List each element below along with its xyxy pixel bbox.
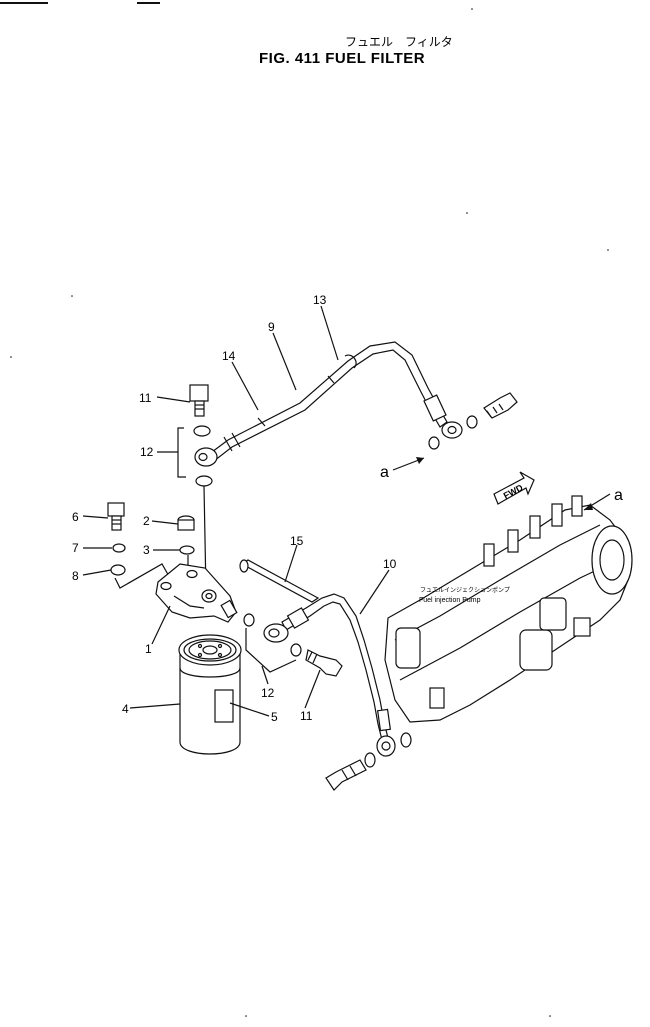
callout-9: 9 (268, 320, 275, 334)
callout-7: 7 (72, 541, 79, 555)
fuel-injection-pump (384, 495, 633, 723)
washer-12-lower-b (290, 643, 302, 657)
filter-cartridge-4 (178, 634, 242, 755)
washer-upper-right (466, 415, 478, 429)
reference-a-left-arrowhead (416, 457, 424, 464)
eye-joint-upper-right (441, 421, 463, 439)
callout-11-lower: 11 (300, 709, 313, 723)
callout-1: 1 (145, 642, 152, 656)
callout-2: 2 (143, 514, 150, 528)
fuel-pipe-9 (207, 341, 448, 462)
filter-label-5 (214, 689, 234, 723)
scan-specks (10, 8, 609, 1017)
eye-joint-lower-pump (376, 735, 396, 757)
title-japanese: フュエル フィルタ (345, 35, 453, 49)
callout-13: 13 (313, 293, 327, 307)
callout-5: 5 (271, 710, 278, 724)
fwd-arrow: FWD (493, 471, 535, 505)
bracket-12 (177, 427, 186, 478)
bracket-12-lower (245, 628, 297, 673)
clamp-bracket-15 (239, 559, 320, 603)
washer-7 (112, 543, 126, 553)
callout-12-lower: 12 (261, 686, 275, 700)
callout-10: 10 (383, 557, 397, 571)
pump-label-japanese: フュエルインジェクションポンプ (420, 586, 510, 594)
reference-a-left: a (380, 464, 389, 481)
figure-title: FIG. 411 FUEL FILTER (259, 50, 425, 67)
washer-3 (179, 545, 195, 555)
plug-2 (177, 515, 195, 531)
washer-8 (110, 564, 126, 576)
eye-joint-lower-left (263, 623, 289, 643)
callout-14: 14 (222, 349, 236, 363)
washer-lower-pump (364, 752, 376, 768)
reference-a-right-arrowhead (584, 503, 593, 510)
callout-15: 15 (290, 534, 304, 548)
eye-joint-upper-left (194, 447, 218, 467)
callout-3: 3 (143, 543, 150, 557)
assembly-guide-8 (114, 563, 171, 589)
banjo-bolt-11-lower (305, 649, 343, 677)
callout-11-upper: 11 (139, 391, 152, 405)
washer-lower-pump-b (400, 732, 412, 748)
washer-12-lower-a (243, 613, 255, 627)
callout-leaders (82, 305, 390, 717)
banjo-bolt-upper-right (483, 392, 518, 419)
banjo-bolt-lower-pump (325, 759, 367, 791)
pump-label-english: Fuel injection Pump (419, 597, 481, 604)
filter-head-1 (155, 563, 238, 623)
reference-a-right: a (614, 487, 623, 504)
callout-6: 6 (72, 510, 79, 524)
washer-12-bottom (195, 475, 213, 487)
callout-4: 4 (122, 702, 129, 716)
bolt-6 (107, 502, 125, 531)
callout-12-upper: 12 (140, 445, 154, 459)
washer-a-left (428, 436, 440, 450)
washer-12-top (193, 425, 211, 437)
banjo-bolt-11-top (189, 384, 209, 417)
callout-8: 8 (72, 569, 79, 583)
